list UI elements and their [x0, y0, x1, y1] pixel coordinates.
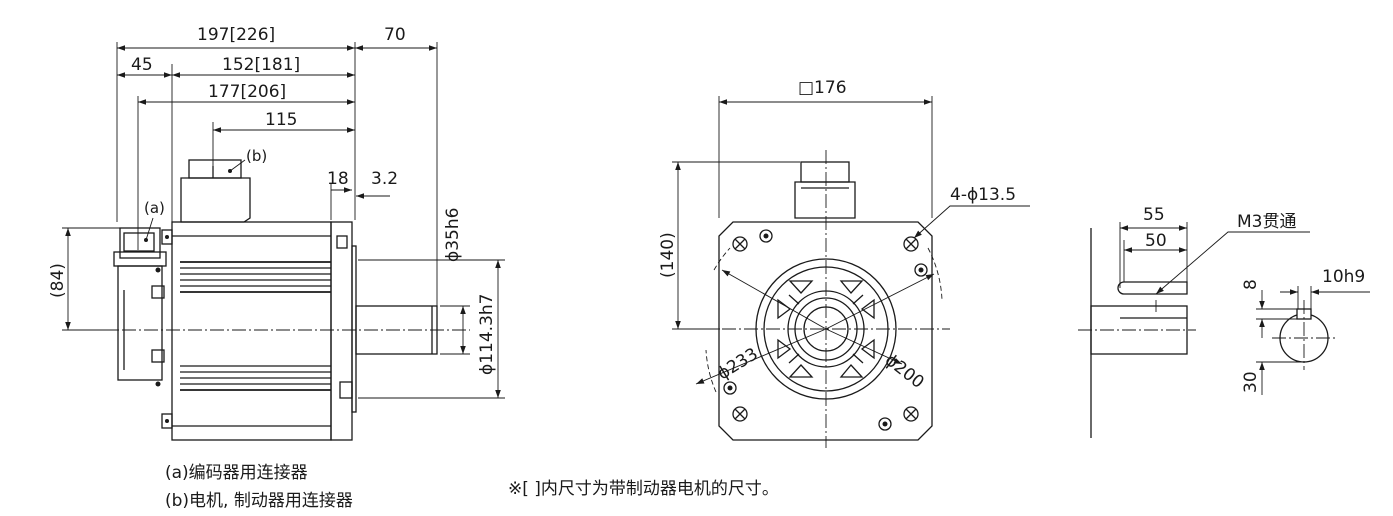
- front-connector: [794, 161, 856, 219]
- callout-b-label: (b): [246, 147, 267, 165]
- hub-outer: [787, 290, 865, 368]
- dim-total-length: 197[226]: [197, 25, 275, 45]
- shaft-keyway: [1117, 281, 1188, 295]
- hub-mid: [794, 297, 858, 361]
- flange-ribs: [777, 280, 875, 378]
- dim-pcd: ϕ200: [881, 350, 928, 393]
- dim-tapped-hole: M3贯通: [1237, 212, 1296, 232]
- dim-connector-height: (140): [658, 232, 678, 278]
- outer-diameter-arc-upper-left: [713, 247, 731, 271]
- dim-line-233: [695, 328, 827, 385]
- mount-holes-leader: [913, 205, 1030, 239]
- tapped-hole-leader: [1155, 231, 1310, 295]
- dim-key-depth: 8: [1241, 279, 1261, 290]
- callout-a-leader: [145, 217, 154, 241]
- dim-line-200: [825, 328, 903, 365]
- dim-connector-position: 115: [265, 110, 297, 130]
- outer-diameter-arc-right: [927, 247, 943, 301]
- dim-line-200-upper: [825, 273, 935, 330]
- dim-key-length-outer: 55: [1143, 205, 1165, 225]
- front-view: □176 (140) 4-ϕ13.5 ϕ233 ϕ200: [658, 78, 1030, 448]
- motor-connector: [180, 159, 251, 223]
- dim-shaft-length: 70: [384, 25, 406, 45]
- footnote: ※[ ]内尺寸为带制动器电机的尺寸。: [508, 479, 779, 499]
- dim-shaft-diameter: ϕ35h6: [443, 208, 463, 262]
- dim-shaft-height: 30: [1241, 371, 1261, 393]
- dim-encoder-height: (84): [48, 263, 68, 298]
- flange-circle-outer: [755, 258, 897, 400]
- dim-key-width: 10h9: [1322, 267, 1365, 287]
- bolt-heads: [723, 229, 928, 431]
- front-flange-square: [718, 221, 933, 441]
- front-flange: [330, 221, 357, 441]
- callout-b-leader: [229, 159, 246, 172]
- outer-diameter-arc-left: [705, 349, 717, 393]
- dim-flange-square: □176: [798, 78, 847, 98]
- side-view: 197[226] 70 45 152[181] 177[206] 115 18 …: [48, 25, 505, 441]
- dim-flange-thickness: 18: [327, 169, 349, 189]
- hub-inner: [803, 306, 849, 352]
- legend-b: (b)电机, 制动器用连接器: [165, 491, 353, 511]
- dim-length-to-connector: 177[206]: [208, 82, 286, 102]
- dim-key-length-inner: 50: [1145, 231, 1167, 251]
- flange-circle-ring: [763, 266, 889, 392]
- callout-a-label: (a): [144, 199, 165, 217]
- shaft-detail: 55 50 M3贯通 10h9 8 30: [1078, 205, 1370, 438]
- dim-spigot-depth: 3.2: [371, 169, 398, 189]
- dim-line-233-upper: [721, 269, 827, 330]
- encoder-housing: [117, 265, 165, 387]
- shaft-end-view: [1256, 286, 1336, 370]
- legend-a: (a)编码器用连接器: [165, 463, 308, 483]
- motor-body: [161, 221, 332, 441]
- dim-body-length: 152[181]: [222, 55, 300, 75]
- dim-spigot-diameter: ϕ114.3h7: [477, 294, 497, 375]
- dim-outer-diameter: ϕ233: [714, 344, 762, 384]
- dim-encoder-length: 45: [131, 55, 153, 75]
- mounting-holes: [732, 236, 919, 422]
- encoder-connector: [113, 227, 167, 267]
- dim-mount-holes: 4-ϕ13.5: [950, 185, 1016, 205]
